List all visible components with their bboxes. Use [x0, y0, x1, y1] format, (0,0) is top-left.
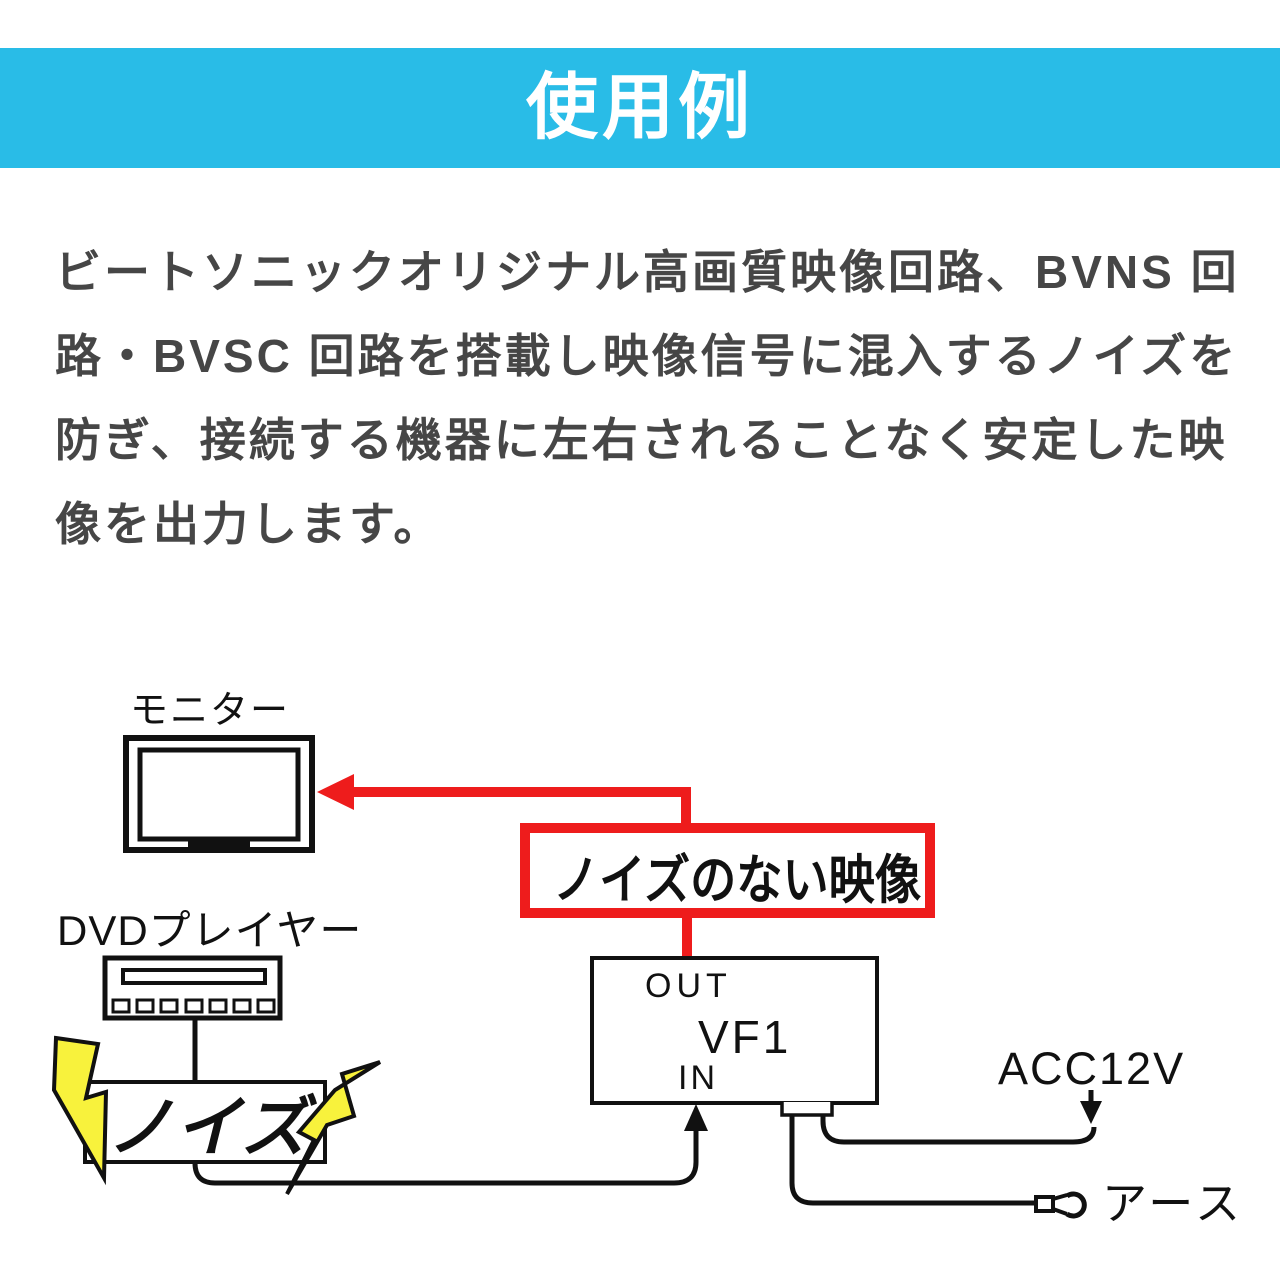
acc-arrowhead-icon — [1080, 1101, 1102, 1124]
wiring-diagram: モニター ノイズのない映像 OUT VF1 IN DVDプレイヤー — [0, 640, 1280, 1280]
wiring-diagram-canvas: モニター ノイズのない映像 OUT VF1 IN DVDプレイヤー — [51, 690, 1244, 1229]
description-paragraph: ビートソニックオリジナル高画質映像回路、BVNS 回 路・BVSC 回路を搭載し… — [55, 230, 1240, 566]
monitor-screen — [137, 747, 301, 842]
dvd-buttons — [111, 998, 276, 1014]
wire-vf1-to-acc — [820, 1110, 1097, 1145]
dvd-button — [232, 998, 252, 1014]
vf1-box — [590, 956, 879, 1105]
vf1-name-label: VF1 — [698, 1011, 791, 1063]
vf1-connector-stub — [780, 1102, 834, 1117]
dvd-player: DVDプレイヤー — [57, 907, 362, 1021]
lightning-bolt-left-icon — [51, 1035, 109, 1186]
red-wire-box-to-monitor — [353, 787, 691, 830]
description-line: 像を出力します。 — [55, 498, 443, 550]
red-arrowhead-icon — [317, 774, 354, 810]
description-line: 防ぎ、接続する機器に左右されることなく安定した映 — [55, 414, 1228, 466]
monitor: モニター — [123, 690, 315, 853]
vf1-in-label: IN — [678, 1059, 718, 1097]
section-header: 使用例 — [0, 48, 1280, 168]
clean-video-label: ノイズのない映像 — [553, 851, 921, 910]
clean-video-box — [520, 823, 935, 918]
dvd-button — [135, 998, 155, 1014]
wire-vf1-to-ground — [789, 1110, 1036, 1206]
dvd-label: DVDプレイヤー — [57, 907, 362, 954]
clean-video-callout: ノイズのない映像 — [520, 823, 935, 918]
ground-label: アース — [1102, 1178, 1244, 1229]
ground-terminal — [1034, 1191, 1087, 1219]
lightning-bolt-right-icon — [285, 1060, 382, 1196]
clean-signal-path — [353, 787, 692, 960]
section-title: 使用例 — [525, 68, 754, 148]
dvd-button — [111, 998, 131, 1014]
ground-lug-ring — [1065, 1191, 1087, 1219]
monitor-label: モニター — [130, 690, 290, 732]
dvd-button — [208, 998, 228, 1014]
dvd-button — [159, 998, 179, 1014]
wire-noise-to-vf1-in — [192, 1128, 699, 1186]
description-line: 路・BVSC 回路を搭載し映像信号に混入するノイズを — [55, 330, 1239, 382]
monitor-stand — [188, 840, 250, 851]
noise-label: ノイズ — [107, 1090, 317, 1164]
noise-box — [83, 1080, 327, 1164]
ground-lug-fork — [1052, 1193, 1068, 1216]
vf1-unit: OUT VF1 IN — [590, 956, 879, 1117]
description-line: ビートソニックオリジナル高画質映像回路、BVNS 回 — [55, 246, 1240, 298]
wires — [192, 1018, 1097, 1206]
in-arrowhead-icon — [684, 1104, 708, 1131]
dvd-disc-slot — [121, 968, 267, 985]
noise-callout: ノイズ — [51, 1035, 382, 1196]
acc-label: ACC12V — [998, 1043, 1185, 1094]
dvd-button — [184, 998, 204, 1014]
vf1-out-label: OUT — [645, 967, 732, 1005]
dvd-button — [256, 998, 276, 1014]
ground-lug-barrel — [1034, 1195, 1055, 1213]
